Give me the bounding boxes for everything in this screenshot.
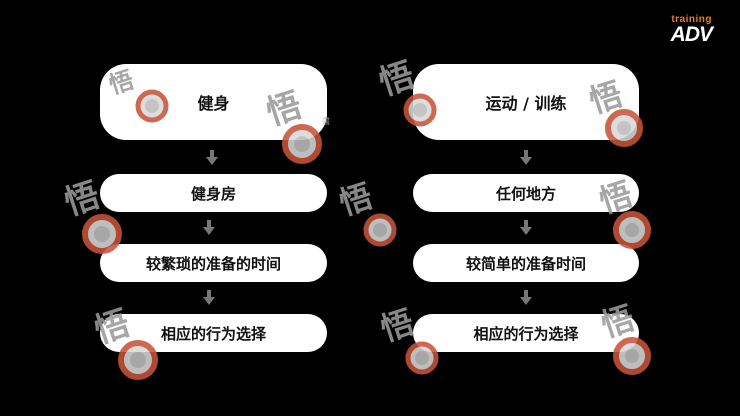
left-step-1-label: 健身房 bbox=[190, 184, 236, 203]
left-top-label: 健身 bbox=[197, 94, 230, 113]
right-step-3: 相应的行为选择 bbox=[413, 314, 639, 352]
watermark-seal: 悟 bbox=[376, 56, 437, 127]
watermark-seal: 悟 bbox=[596, 176, 651, 249]
watermark-seal: 悟 bbox=[62, 178, 122, 254]
right-step-1-label: 任何地方 bbox=[495, 184, 556, 203]
svg-text:悟: 悟 bbox=[378, 306, 418, 349]
left-arrow-2 bbox=[203, 220, 215, 235]
left-step-1: 健身房 bbox=[100, 174, 327, 212]
left-step-2-label: 较繁琐的准备的时间 bbox=[145, 254, 281, 273]
watermark-seal: 悟 書 bbox=[262, 88, 330, 164]
watermark-seal: 悟 bbox=[92, 306, 158, 380]
svg-text:悟: 悟 bbox=[336, 178, 377, 223]
right-top-box: 运动 / 训练 bbox=[413, 64, 639, 140]
watermark-seal: 悟 bbox=[586, 76, 643, 147]
right-step-3-label: 相应的行为选择 bbox=[473, 324, 579, 343]
svg-text:悟: 悟 bbox=[105, 66, 137, 100]
watermark-seal: 悟 bbox=[378, 306, 439, 375]
right-arrow-3 bbox=[520, 290, 532, 305]
right-arrow-1 bbox=[520, 150, 532, 165]
watermark-seal: 悟 bbox=[105, 66, 169, 123]
right-step-2-label: 较简单的准备时间 bbox=[465, 254, 586, 273]
adv-training-logo: training ADV bbox=[670, 14, 713, 47]
right-step-2: 较简单的准备时间 bbox=[413, 244, 639, 282]
right-step-1: 任何地方 bbox=[413, 174, 639, 212]
left-step-2: 较繁琐的准备的时间 bbox=[100, 244, 327, 282]
logo-title: ADV bbox=[670, 23, 713, 46]
logo-subtitle: training bbox=[671, 14, 712, 25]
watermark-seal: 悟 bbox=[598, 300, 651, 375]
svg-text:書: 書 bbox=[322, 116, 330, 126]
left-arrow-1 bbox=[206, 150, 218, 165]
left-step-3-label: 相应的行为选择 bbox=[160, 324, 266, 343]
right-top-label: 运动 / 训练 bbox=[485, 94, 567, 113]
right-arrow-2 bbox=[520, 220, 532, 235]
left-arrow-3 bbox=[203, 290, 215, 305]
watermark-seal: 悟 bbox=[336, 178, 397, 247]
